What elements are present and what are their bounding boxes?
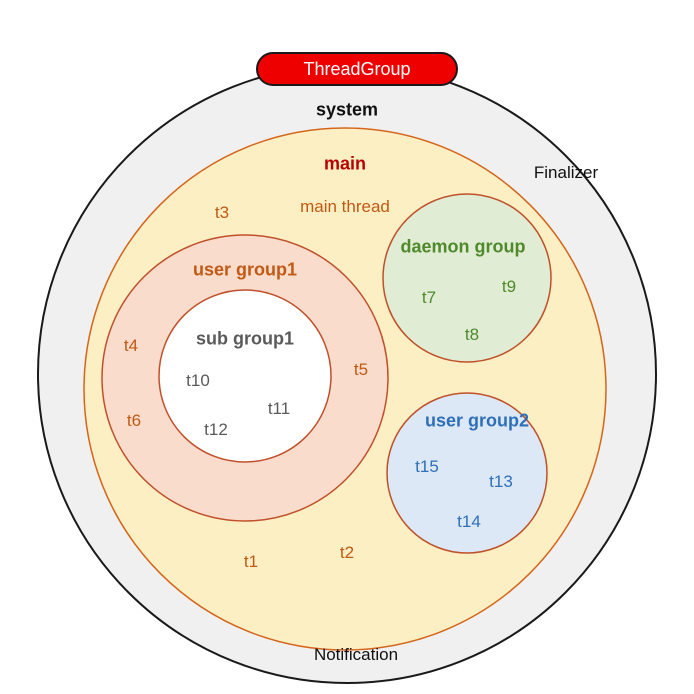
thread-t4: t4 bbox=[123, 336, 139, 355]
sub-group1-label: sub group1 bbox=[196, 328, 294, 349]
thread-t13: t13 bbox=[489, 472, 513, 491]
thread-t12: t12 bbox=[204, 420, 228, 439]
user-group1-label: user group1 bbox=[192, 259, 298, 280]
main-group-label: main bbox=[323, 153, 367, 174]
thread-t15: t15 bbox=[415, 457, 439, 476]
finalizer-label: Finalizer bbox=[533, 163, 599, 182]
threadgroup-title-badge: ThreadGroup bbox=[256, 52, 458, 86]
user-group2-circle bbox=[386, 392, 548, 554]
daemon-group-label: daemon group bbox=[400, 236, 526, 257]
sub-group1-circle bbox=[158, 289, 332, 463]
thread-t3: t3 bbox=[214, 203, 230, 222]
thread-t9: t9 bbox=[501, 277, 517, 296]
system-group-label: system bbox=[315, 99, 379, 120]
thread-t10: t10 bbox=[186, 371, 210, 390]
notification-label: Notification bbox=[313, 645, 399, 664]
daemon-group-circle bbox=[382, 193, 552, 363]
thread-t6: t6 bbox=[126, 411, 142, 430]
thread-t7: t7 bbox=[421, 288, 437, 307]
thread-t11: t11 bbox=[267, 399, 291, 418]
main-thread-label: main thread bbox=[300, 197, 390, 216]
user-group2-label: user group2 bbox=[424, 410, 530, 431]
thread-t1: t1 bbox=[243, 552, 259, 571]
thread-t2: t2 bbox=[339, 543, 355, 562]
thread-t14: t14 bbox=[457, 512, 481, 531]
thread-t8: t8 bbox=[464, 325, 480, 344]
thread-t5: t5 bbox=[353, 360, 369, 379]
threadgroup-title: ThreadGroup bbox=[303, 58, 411, 79]
